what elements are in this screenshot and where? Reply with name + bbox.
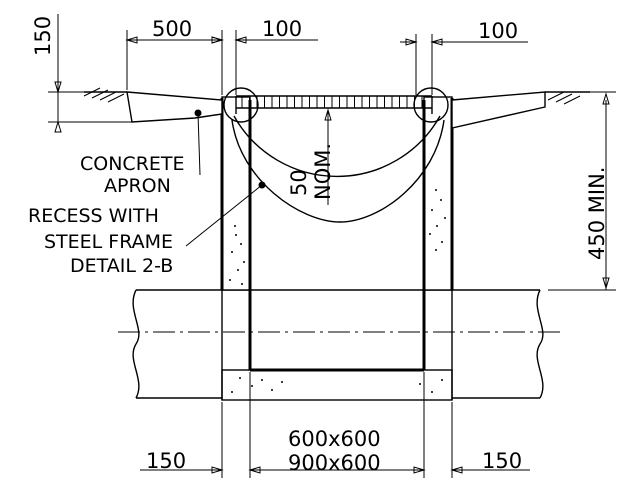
concrete-stipple [141,101,446,393]
pipe [118,289,560,399]
ground-hatch-left [83,87,125,103]
note-recess-2: STEEL FRAME [44,231,173,253]
dim-100-mid-text: 100 [262,17,302,41]
grate-bars [241,96,423,108]
dim-150-left-text: 150 [31,16,55,56]
note-recess-1: RECESS WITH [28,205,159,227]
note-apron: APRON [104,175,171,197]
grate [235,95,433,114]
right-wall [423,96,453,291]
dim-450-text: 450 MIN. [585,167,609,260]
recess-circle-left [223,87,259,123]
pipe-break-left [132,289,140,399]
dim-nom-text: NOM. [311,143,335,200]
swing-arc-outline [231,119,445,223]
left-wall [221,96,251,291]
leader-recess [185,184,263,247]
apron-right [451,91,546,129]
base-slab [221,369,453,401]
dim-150-bottom-right-text: 150 [482,449,522,473]
leader-apron [197,112,201,176]
pit-structure [220,96,454,401]
ground-hatch-right [547,91,581,105]
dimension-lines [48,14,616,478]
note-recess-3: DETAIL 2-B [70,255,173,277]
dim-900x600-text: 900x600 [288,451,381,475]
recess-circle-right [413,87,449,123]
swing-arc [233,115,441,178]
dim-600x600-text: 600x600 [288,427,381,451]
note-concrete: CONCRETE [80,153,185,175]
dim-500-text: 500 [152,17,192,41]
pipe-break-right [536,289,544,399]
leader-lines [185,109,266,247]
dim-50-text: 50 [287,169,311,196]
dim-100-right-text: 100 [478,19,518,43]
apron-left [126,91,223,123]
dim-150-bottom-left-text: 150 [146,449,186,473]
